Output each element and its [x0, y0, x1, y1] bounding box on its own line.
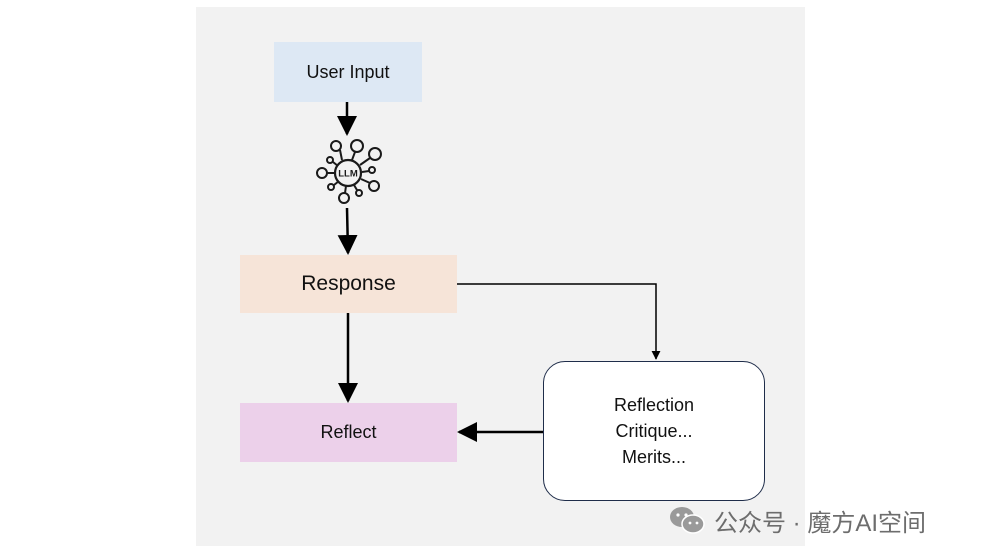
response-node: Response [240, 255, 457, 313]
merits-line: Merits... [621, 447, 686, 467]
watermark: 公众号 · 魔方AI空间 [668, 502, 926, 538]
llm-icon-spoke [327, 183, 335, 191]
llm-icon-spoke [316, 167, 328, 179]
reflection-line: Reflection [613, 395, 695, 415]
llm-icon-label: LLM [338, 169, 358, 180]
llm-icon-spoke [368, 166, 376, 174]
llm-icon-spoke [368, 147, 382, 161]
arrow-response-to-reflection [457, 283, 661, 360]
llm-icon-core [333, 158, 363, 188]
arrow-llm-to-response [337, 207, 358, 255]
llm-icon: LLM [316, 139, 382, 204]
llm-icon-spoke [368, 180, 380, 192]
llm-icon-spoke [355, 189, 363, 197]
llm-icon-spoke [330, 140, 342, 152]
wechat-icon [670, 507, 705, 534]
llm-icon-spoke [326, 156, 334, 164]
llm-icon-spoke [338, 192, 350, 204]
user-input-node: User Input [274, 42, 422, 102]
watermark-text: 公众号 · 魔方AI空间 [714, 509, 927, 537]
reflect-node: Reflect [240, 403, 457, 462]
llm-icon-spoke [350, 139, 364, 153]
reflection-node: Reflection Critique... Merits... [543, 361, 765, 501]
critique-line: Critique... [615, 421, 693, 441]
